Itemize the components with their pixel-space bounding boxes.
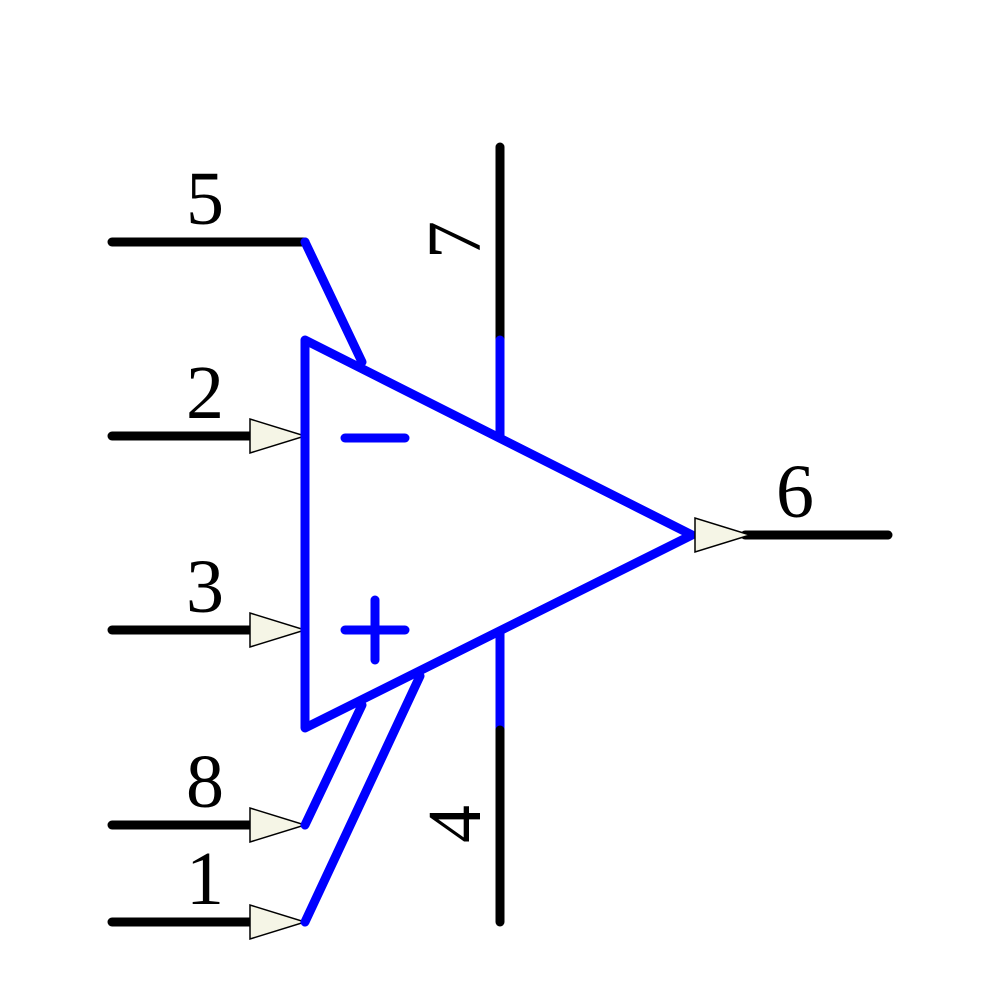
pin-2-input-arrow-icon [249, 417, 308, 455]
pin-6[interactable]: 6 [694, 450, 893, 554]
pin-8-connector [300, 700, 367, 830]
pin-6-output-arrow-icon [694, 516, 753, 554]
pin-3-input-arrow-icon [249, 611, 308, 649]
pin-5[interactable]: 5 [107, 157, 367, 367]
pin-4-label: 4 [413, 805, 497, 843]
pin-8[interactable]: 8 [107, 700, 367, 844]
pin-7-label: 7 [413, 221, 497, 259]
pin-6-label: 6 [776, 450, 814, 534]
pin-8-label: 8 [186, 740, 224, 824]
pin-5-label: 5 [186, 157, 224, 241]
pin-2[interactable]: 2 [107, 351, 308, 455]
pin-2-label: 2 [186, 351, 224, 435]
pin-1-label: 1 [186, 837, 224, 921]
pin-4[interactable]: 4 [413, 625, 505, 927]
pin-3-label: 3 [186, 545, 224, 629]
pin-5-connector [300, 237, 367, 367]
pin-7[interactable]: 7 [413, 142, 505, 441]
pin-1-connector [300, 671, 425, 927]
pin-8-input-arrow-icon [249, 806, 308, 844]
pin-3[interactable]: 3 [107, 545, 308, 649]
pin-1[interactable]: 1 [107, 671, 425, 941]
pin-1-input-arrow-icon [249, 903, 308, 941]
